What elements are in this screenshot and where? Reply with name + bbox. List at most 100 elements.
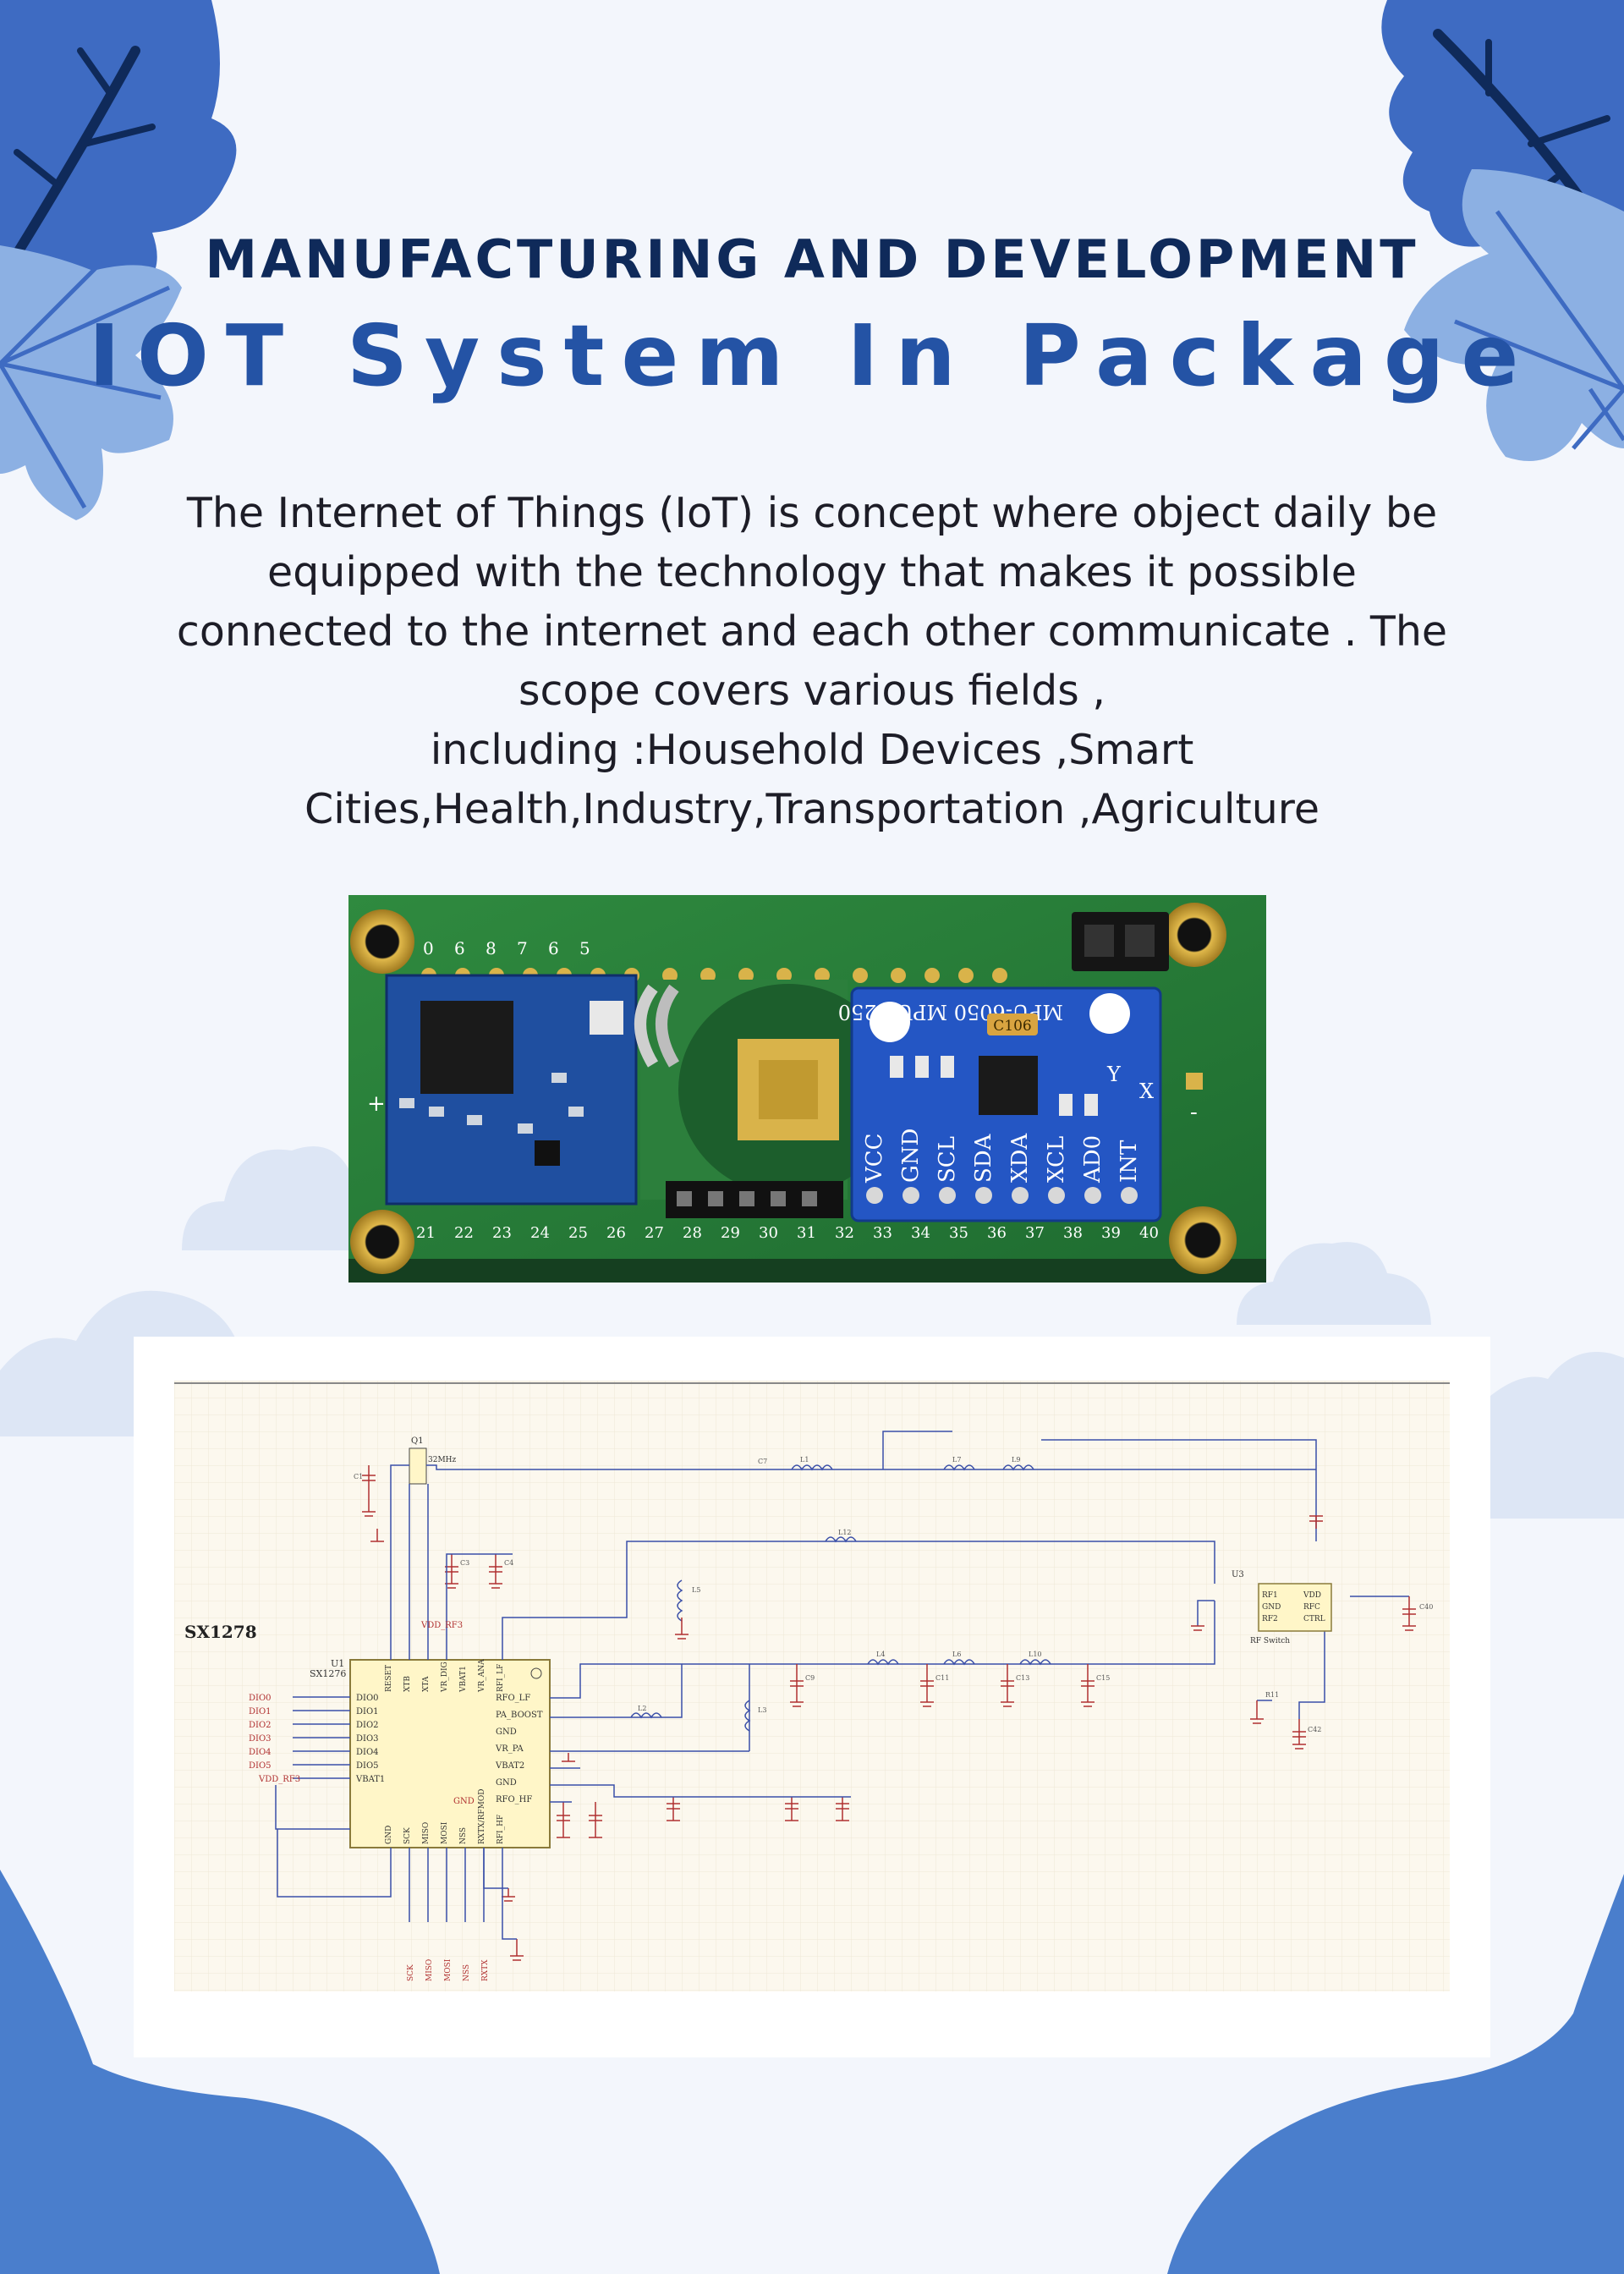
component-ref: L1 bbox=[800, 1456, 809, 1464]
component-ref: R11 bbox=[1265, 1691, 1279, 1699]
net-label: DIO2 bbox=[249, 1721, 272, 1730]
leaf-top-left bbox=[0, 0, 237, 520]
pin-label: 28 bbox=[683, 1224, 702, 1242]
component-label: SX1276 bbox=[310, 1668, 346, 1679]
pin-name: PA_BOOST bbox=[496, 1711, 543, 1720]
component-ref: C7 bbox=[758, 1458, 767, 1465]
intro-paragraph: The Internet of Things (IoT) is concept … bbox=[152, 484, 1472, 839]
pin-name: DIO5 bbox=[356, 1761, 379, 1771]
pin-name: RXTX/RFMOD bbox=[478, 1789, 486, 1844]
pin-label: 21 bbox=[416, 1224, 436, 1242]
pin-name: VBAT1 bbox=[355, 1775, 385, 1784]
pin-label: 25 bbox=[568, 1224, 588, 1242]
pin-name: GND bbox=[496, 1778, 517, 1788]
minus-label: - bbox=[1190, 1100, 1198, 1125]
pin-name: XTB bbox=[403, 1676, 412, 1692]
header-pin-label: VCC bbox=[862, 1133, 887, 1184]
axis-label: Y bbox=[1106, 1063, 1122, 1086]
header-pin-label: XDA bbox=[1007, 1133, 1033, 1183]
pin-name: GND bbox=[1262, 1603, 1281, 1612]
header-pin-label: AD0 bbox=[1080, 1135, 1106, 1184]
pin-name: MOSI bbox=[441, 1821, 449, 1844]
pin-name: GND bbox=[496, 1727, 517, 1737]
chip-name: SX1278 bbox=[184, 1622, 257, 1642]
net-label: NSS bbox=[463, 1964, 471, 1981]
net-label: SCK bbox=[407, 1964, 415, 1981]
pin-label: 38 bbox=[1063, 1224, 1083, 1242]
component-label: RF Switch bbox=[1250, 1637, 1290, 1645]
pin-label: 6 bbox=[454, 938, 465, 958]
pin-label: 6 bbox=[548, 938, 559, 958]
pin-label: 24 bbox=[530, 1224, 550, 1242]
component-ref: C3 bbox=[460, 1559, 469, 1567]
component-ref: C9 bbox=[805, 1674, 815, 1682]
blob-bottom-right bbox=[1167, 1874, 1624, 2274]
sx1278-schematic: SX1278 U1 SX1276 DIO0 DIO1 DIO2 DIO3 DIO… bbox=[174, 1381, 1450, 1991]
pin-label: 0 bbox=[423, 938, 434, 958]
pin-label: 30 bbox=[759, 1224, 778, 1242]
header-pin-label: SCL bbox=[935, 1136, 960, 1183]
pin-name: RFI_HF bbox=[497, 1815, 505, 1844]
pin-name: VBAT2 bbox=[495, 1761, 524, 1771]
component-label: Q1 bbox=[411, 1436, 424, 1446]
u1-chip-body bbox=[349, 1659, 551, 1848]
header-pin-label: XCL bbox=[1044, 1136, 1069, 1183]
pin-label: 27 bbox=[645, 1224, 664, 1242]
pin-name: RF2 bbox=[1262, 1615, 1278, 1623]
component-ref: C15 bbox=[1096, 1674, 1110, 1682]
header-pin-label: INT bbox=[1116, 1140, 1142, 1183]
pin-label: 23 bbox=[492, 1224, 512, 1242]
schematic-frame: SX1278 U1 SX1276 DIO0 DIO1 DIO2 DIO3 DIO… bbox=[134, 1337, 1490, 2057]
pin-name: RFO_LF bbox=[496, 1694, 530, 1703]
pin-label: 33 bbox=[873, 1224, 892, 1242]
net-label: DIO1 bbox=[249, 1707, 272, 1716]
net-label: DIO0 bbox=[249, 1694, 272, 1703]
pcb-photo: 0 6 8 7 6 5 MP bbox=[348, 895, 1266, 1283]
pin-name: VR_DIG bbox=[441, 1662, 449, 1693]
component-ref: C11 bbox=[935, 1674, 949, 1682]
pin-label: 34 bbox=[911, 1224, 930, 1242]
leaf-top-right bbox=[1381, 0, 1624, 461]
pin-label: 7 bbox=[517, 938, 528, 958]
component-ref: C1 bbox=[354, 1473, 363, 1480]
pin-label: 35 bbox=[949, 1224, 968, 1242]
component-ref: L9 bbox=[1012, 1456, 1020, 1464]
pin-name: RFC bbox=[1303, 1603, 1320, 1612]
header-pin-label: GND bbox=[898, 1129, 924, 1183]
chip-label: C106 bbox=[993, 1018, 1031, 1035]
pin-label: 37 bbox=[1025, 1224, 1045, 1242]
pin-label: 22 bbox=[454, 1224, 474, 1242]
axis-label: X bbox=[1139, 1079, 1154, 1103]
kicker-heading: MANUFACTURING AND DEVELOPMENT bbox=[205, 228, 1419, 290]
pin-name: GND bbox=[385, 1826, 393, 1844]
pin-name: VR_ANA bbox=[478, 1659, 486, 1693]
component-ref: C4 bbox=[504, 1559, 513, 1567]
pin-name: RESET bbox=[385, 1665, 393, 1692]
component-ref: L2 bbox=[638, 1705, 646, 1712]
rf-switch-body bbox=[1258, 1583, 1332, 1632]
pin-label: 32 bbox=[835, 1224, 854, 1242]
pin-label: 26 bbox=[606, 1224, 626, 1242]
pin-name: VBAT1 bbox=[459, 1666, 468, 1693]
component-ref: C42 bbox=[1308, 1726, 1321, 1733]
component-ref: L12 bbox=[838, 1529, 852, 1536]
pin-name: XTA bbox=[422, 1676, 431, 1692]
pin-label: 40 bbox=[1139, 1224, 1159, 1242]
pin-label: 36 bbox=[987, 1224, 1007, 1242]
page-title: IOT System In Package bbox=[88, 306, 1536, 405]
plus-label: + bbox=[367, 1091, 386, 1117]
pin-label: 8 bbox=[486, 938, 497, 958]
pin-name: DIO3 bbox=[356, 1734, 379, 1744]
pin-name: SCK bbox=[403, 1827, 412, 1844]
net-label: DIO3 bbox=[249, 1734, 272, 1744]
component-label: 32MHz bbox=[428, 1456, 457, 1464]
pin-name: VR_PA bbox=[495, 1744, 524, 1754]
intro-line: including :Household Devices ,Smart Citi… bbox=[304, 726, 1320, 833]
net-label: RXTX bbox=[481, 1959, 490, 1981]
net-label: MOSI bbox=[444, 1958, 453, 1981]
net-label: VDD_RF3 bbox=[258, 1775, 300, 1784]
pin-name: DIO2 bbox=[356, 1721, 379, 1730]
pin-name: RF1 bbox=[1262, 1591, 1278, 1600]
pin-name: DIO0 bbox=[356, 1694, 379, 1703]
component-ref: L7 bbox=[952, 1456, 961, 1464]
